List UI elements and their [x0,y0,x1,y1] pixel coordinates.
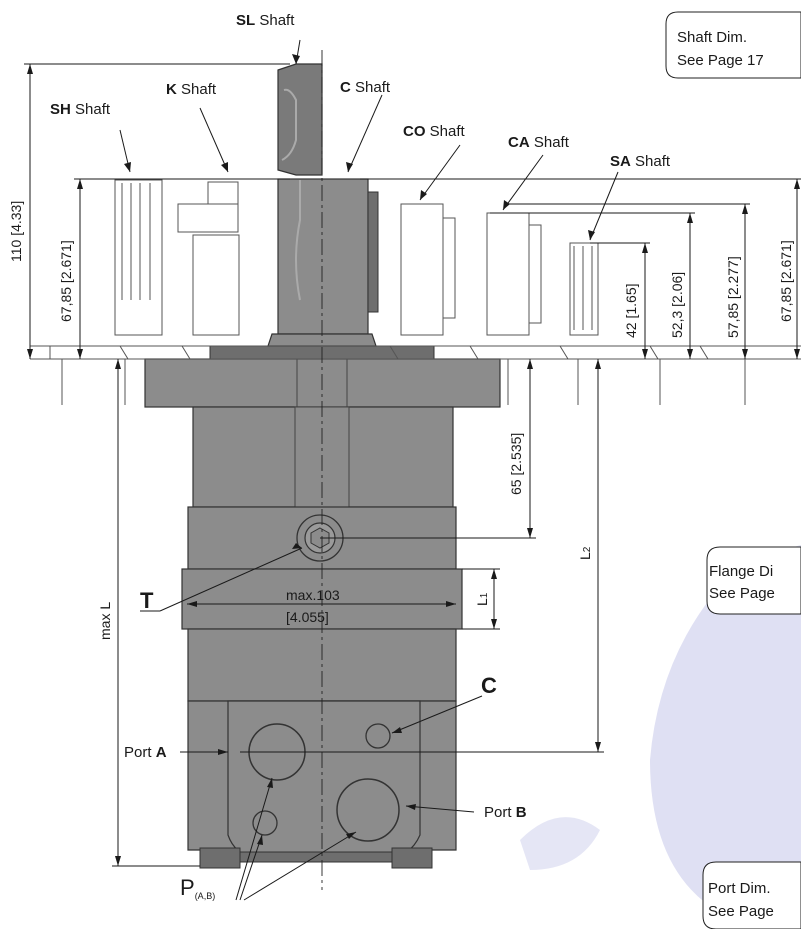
callout-shaft-dim: Shaft Dim. See Page 17 [665,11,801,79]
dim-max-width-in: [4.055] [286,609,329,625]
sh-shaft-label: SH Shaft [50,101,111,118]
dim-sa-height: 42 [1.65] [623,284,639,339]
dim-flange-to-drain: 65 [2.535] [508,433,524,495]
drain-port-label: T [140,588,154,613]
c-shaft-label: C Shaft [340,79,391,96]
dim-ca-height: 57,85 [2.277] [725,256,741,338]
sl-shaft-label: SL Shaft [236,12,295,29]
dimension-lines [24,39,801,901]
dim-sh-height: 67,85 [2.671] [58,240,74,322]
callout-shaft-dim-line1: Shaft Dim. [677,29,747,46]
callout-flange-dim-line2: See Page [709,585,775,602]
dimension-labels: 110 [4.33] 67,85 [2.671] 42 [1.65] 52,3 … [8,201,794,640]
dimension-arrows [27,54,800,866]
dim-max-width-mm: max.103 [286,587,340,603]
port-b-label: Port B [484,804,527,821]
ca-shaft-label: CA Shaft [508,134,570,151]
k-shaft-label: K Shaft [166,81,217,98]
callout-port-dim-line1: Port Dim. [708,880,771,897]
callout-shaft-dim-line2: See Page 17 [677,52,764,69]
dim-co-height: 52,3 [2.06] [669,272,685,338]
callout-port-dim: Port Dim. See Page [702,861,801,930]
pressure-port-label: P(A,B) [180,875,215,901]
dim-total-height: 110 [4.33] [8,201,24,262]
callout-flange-dim-line1: Flange Di [709,563,773,580]
dim-right-height: 67,85 [2.671] [778,240,794,322]
port-a-label: Port A [124,744,167,761]
port-labels: T C Port A Port B P(A,B) [124,588,527,901]
shaft-labels: SL Shaft SH Shaft K Shaft C Shaft CO Sha… [50,12,671,170]
dim-max-l: max L [97,602,113,640]
motor-body [144,345,501,869]
co-shaft-label: CO Shaft [403,123,466,140]
callout-port-dim-line2: See Page [708,903,774,920]
sa-shaft-label: SA Shaft [610,153,671,170]
dim-l2: L2 [577,546,593,560]
dim-l1: L1 [474,592,490,606]
callout-flange-dim: Flange Di See Page [706,546,801,615]
case-port-label: C [481,673,497,698]
shaft-outlines [30,63,801,405]
watermark [520,545,801,929]
